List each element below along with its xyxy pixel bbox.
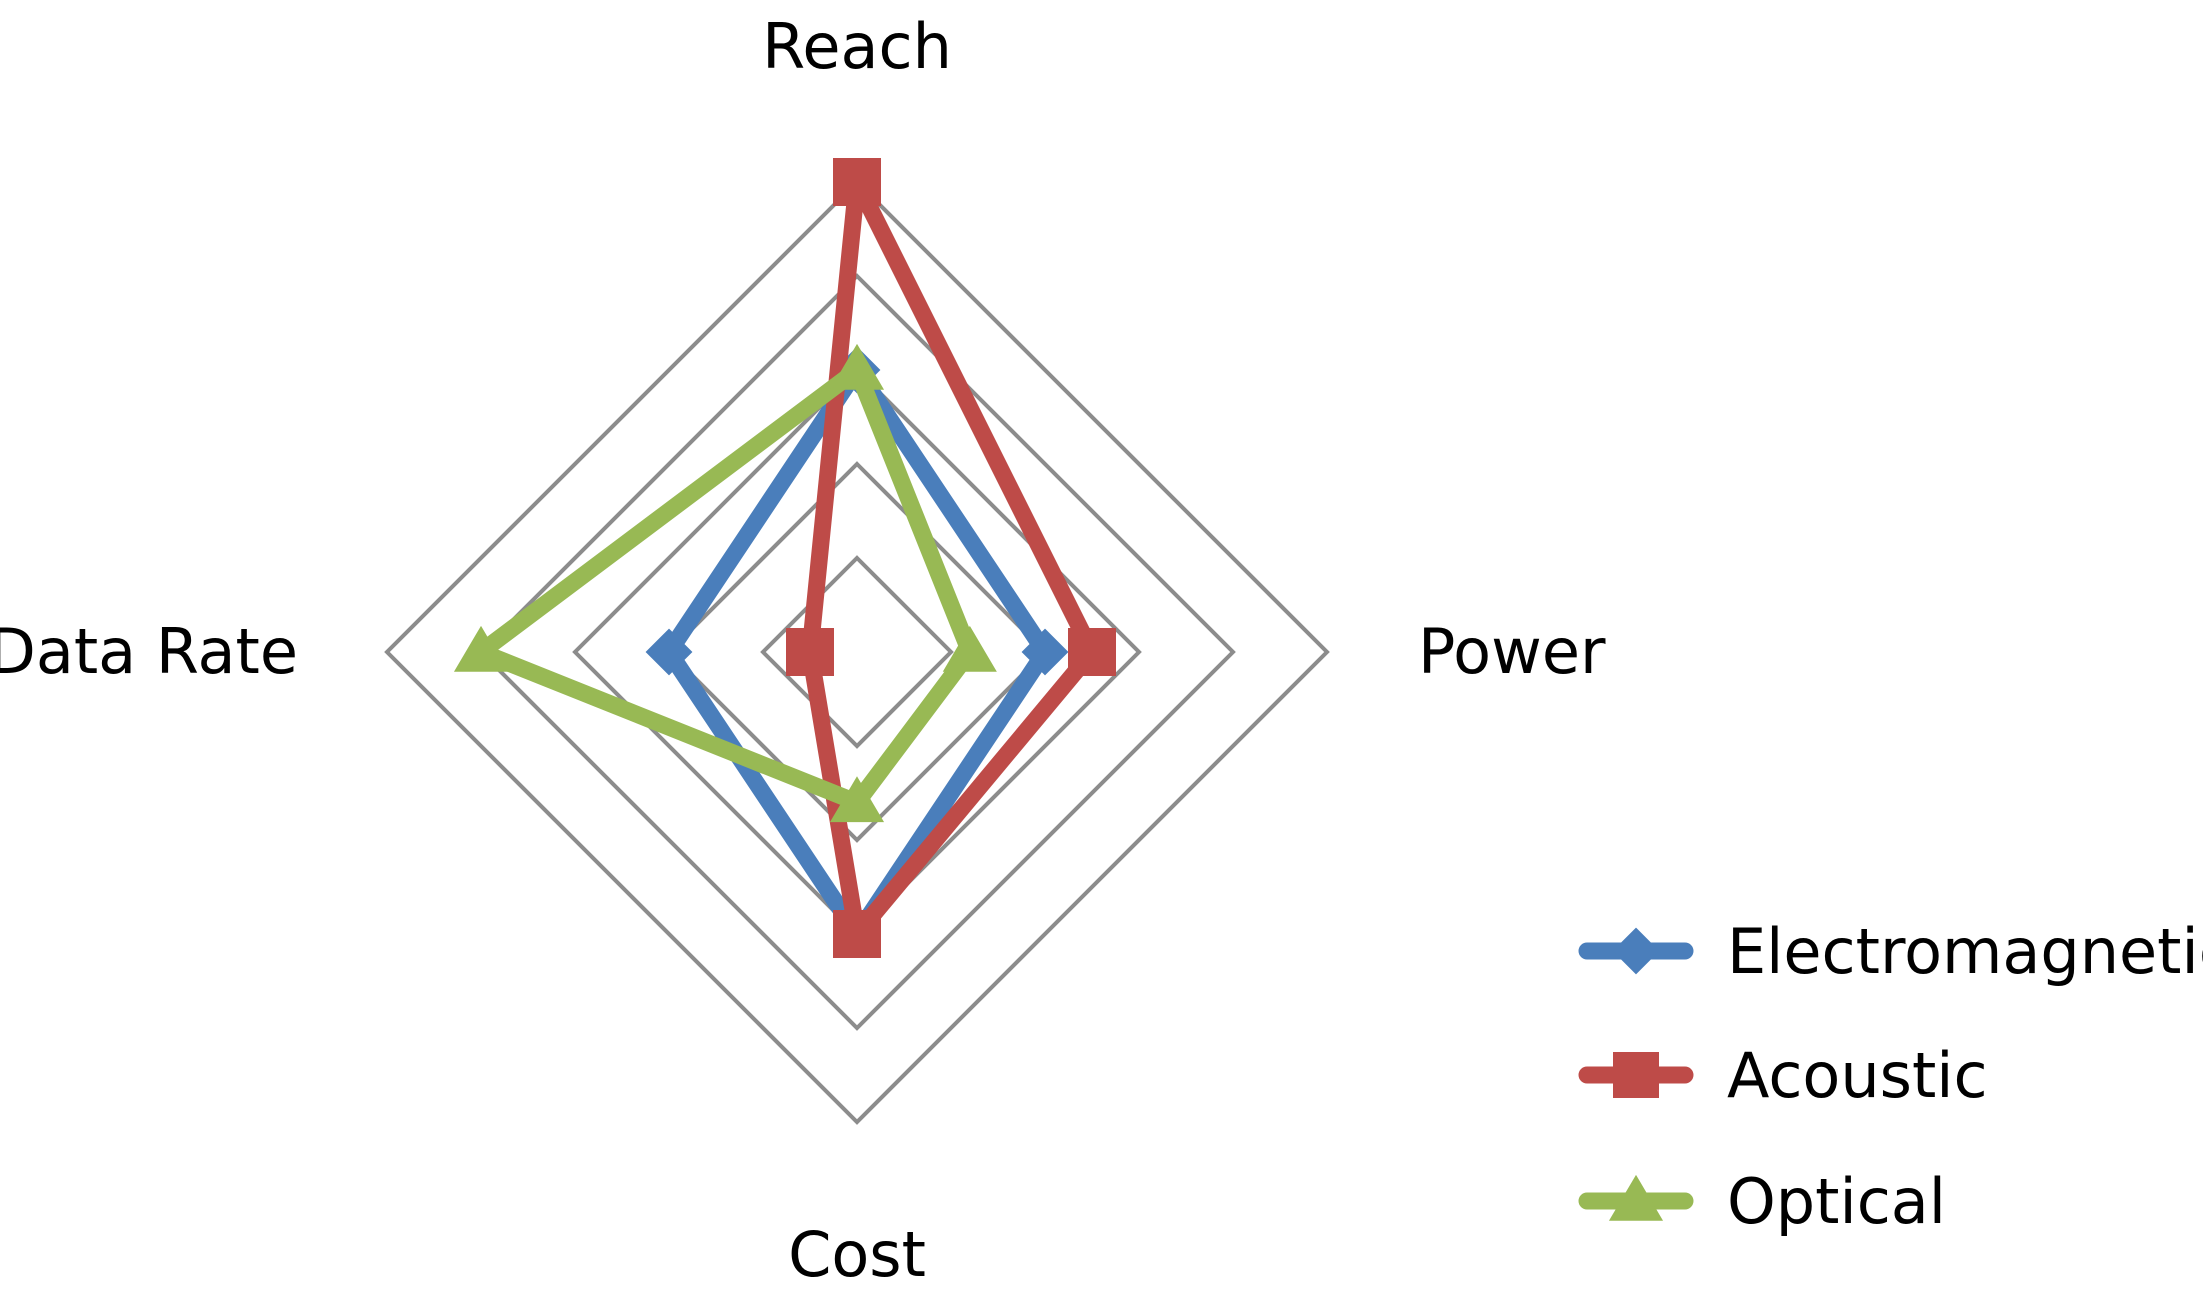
marker-optical-reach bbox=[829, 343, 885, 390]
marker-acoustic-cost bbox=[833, 910, 881, 958]
series-optical bbox=[453, 343, 997, 823]
marker-optical-power bbox=[942, 625, 997, 672]
radar-grid bbox=[384, 179, 1330, 1125]
legend-symbol-optical bbox=[1608, 1174, 1664, 1221]
legend-item-optical: Optical bbox=[1578, 1165, 1946, 1238]
marker-acoustic-power bbox=[1068, 628, 1116, 676]
series-electromagnetic bbox=[645, 346, 1069, 958]
legend-marker-optical bbox=[1608, 1174, 1664, 1221]
legend-item-electromagnetic: Electromagnetic bbox=[1578, 915, 2203, 988]
grid-ring-1 bbox=[760, 555, 954, 749]
series-acoustic bbox=[786, 158, 1116, 958]
legend-label-optical: Optical bbox=[1727, 1165, 1946, 1238]
grid-ring-5 bbox=[384, 179, 1330, 1125]
marker-electromagnetic-power bbox=[1021, 628, 1069, 676]
marker-optical-cost bbox=[829, 776, 885, 823]
legend-marker-electromagnetic bbox=[1612, 927, 1660, 975]
marker-acoustic-reach bbox=[833, 158, 881, 206]
legend-symbol-electromagnetic bbox=[1612, 927, 1660, 975]
axis-label-cost: Cost bbox=[788, 1218, 926, 1291]
grid-ring-2 bbox=[666, 461, 1048, 843]
legend-label-acoustic: Acoustic bbox=[1727, 1039, 1988, 1112]
marker-optical-data-rate bbox=[453, 625, 509, 672]
legend-marker-acoustic bbox=[1613, 1052, 1659, 1098]
grid-ring-4 bbox=[478, 273, 1236, 1031]
radar-series bbox=[453, 158, 1116, 958]
legend-label-electromagnetic: Electromagnetic bbox=[1727, 915, 2203, 988]
legend: Electromagnetic Acoustic Optical bbox=[1578, 915, 2203, 1238]
marker-acoustic-data-rate bbox=[786, 628, 834, 676]
marker-electromagnetic-data-rate bbox=[645, 628, 693, 676]
legend-symbol-acoustic bbox=[1613, 1052, 1659, 1098]
axis-label-power: Power bbox=[1418, 615, 1606, 688]
axis-label-reach: Reach bbox=[762, 10, 952, 83]
legend-item-acoustic: Acoustic bbox=[1578, 1039, 1988, 1112]
axis-label-data-rate: Data Rate bbox=[0, 615, 298, 688]
